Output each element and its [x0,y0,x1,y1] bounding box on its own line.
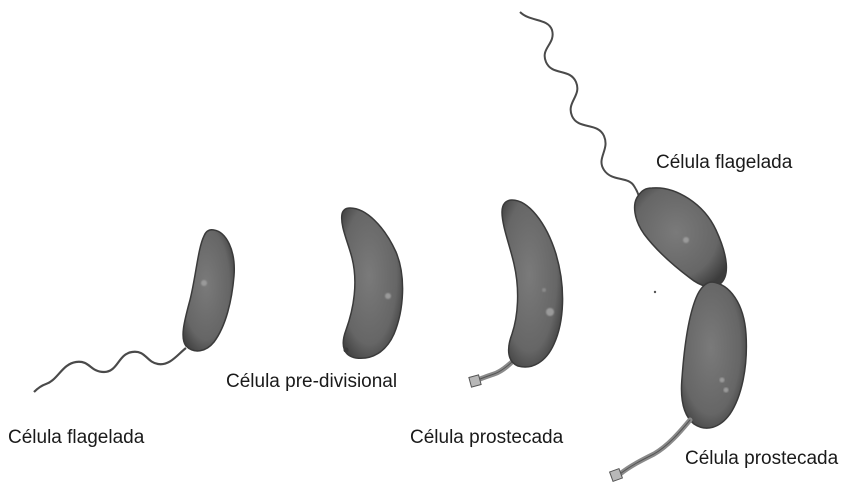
label-stalked-cell-1: Célula prostecada [410,428,563,447]
label-flagellated-cell-2: Célula flagelada [656,153,792,172]
stalk-1 [478,360,514,380]
cell-body-3 [502,200,563,367]
flagellum-1 [34,348,186,392]
predivisional-cell [342,208,403,358]
cell-body-4-top [635,188,727,287]
label-stalked-cell-2: Célula prostecada [685,449,838,468]
cell-body-4-bottom [682,282,747,428]
cell-body-1 [183,230,234,351]
stalked-cell-1 [469,200,563,387]
label-predivisional-cell: Célula pre-divisional [226,372,397,391]
cell-body-2 [342,208,403,358]
flagellum-2 [520,12,640,204]
flagellated-cell-1 [34,230,234,392]
stalk-2 [620,420,690,474]
label-flagellated-cell-1: Célula flagelada [8,428,144,447]
holdfast-1 [469,375,481,387]
